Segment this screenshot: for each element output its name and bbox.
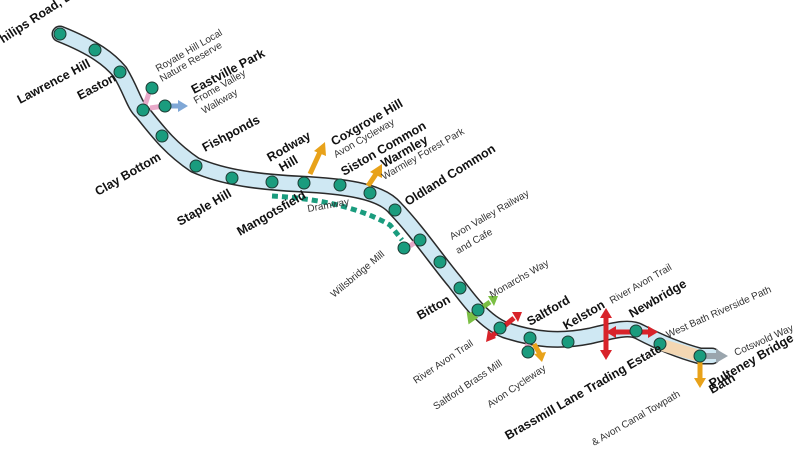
station-dot — [363, 186, 377, 200]
station-dot — [397, 241, 411, 255]
station-dot — [145, 81, 159, 95]
feature-label-canal-towpath: & Avon Canal Towpath — [590, 389, 682, 449]
arrow-warmley-forest-icon — [365, 164, 382, 188]
arrow-saltford-cycleway-icon — [531, 342, 546, 362]
station-dot — [333, 178, 347, 192]
station-dot — [265, 175, 279, 189]
station-label-mangotsfield: Mangotsfield — [235, 188, 309, 239]
station-dot — [493, 321, 507, 335]
station-dot — [471, 303, 485, 317]
arrow-river-avon-east-icon — [600, 308, 612, 360]
station-dot — [88, 43, 102, 57]
feature-label-monarchs-way: Monarchs Way — [488, 258, 551, 301]
station-dot — [225, 171, 239, 185]
station-dot — [53, 27, 67, 41]
station-label-bitton: Bitton — [415, 292, 453, 322]
station-dot — [136, 103, 150, 117]
station-dot — [453, 281, 467, 295]
feature-label-willsbridge: Willsbridge Mill — [329, 249, 387, 300]
station-dot — [388, 203, 402, 217]
station-dot — [693, 349, 707, 363]
arrow-avon-cycleway-north-icon — [307, 142, 326, 176]
station-dot — [523, 331, 537, 345]
bath-section-tint — [656, 339, 706, 362]
station-dot — [629, 324, 643, 338]
arrow-canal-towpath-icon — [694, 362, 706, 388]
station-dot — [155, 129, 169, 143]
station-dot — [413, 233, 427, 247]
station-dot — [297, 176, 311, 190]
station-dot — [561, 335, 575, 349]
station-label-clay-bottom: Clay Bottom — [93, 150, 164, 199]
station-label-staple-hill: Staple Hill — [175, 186, 234, 228]
station-dots — [53, 27, 707, 363]
dramway-branch — [271, 193, 404, 242]
station-dot — [433, 255, 447, 269]
station-dot — [521, 345, 535, 359]
route-fill — [53, 27, 719, 363]
station-label-easton: Easton — [75, 71, 118, 103]
station-dot — [189, 159, 203, 173]
station-label-fishponds: Fishponds — [200, 113, 262, 155]
arrow-cotswold-way-icon — [706, 349, 728, 363]
station-dot — [158, 99, 172, 113]
station-dot — [653, 337, 667, 351]
station-dot — [113, 65, 127, 79]
